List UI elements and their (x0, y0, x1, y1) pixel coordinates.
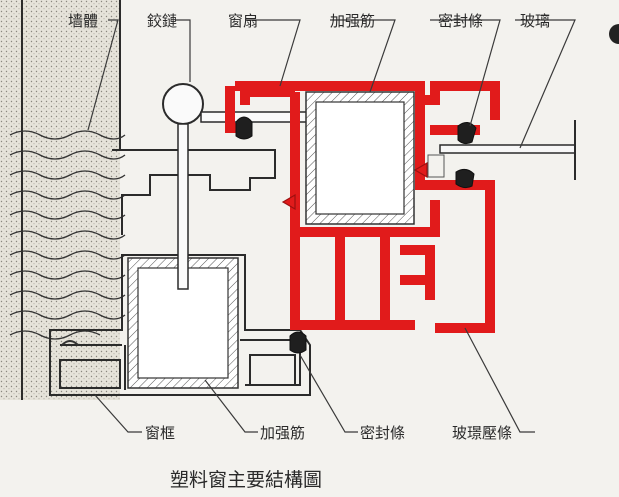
sash-right-wall (415, 100, 495, 333)
frame-lower-profile (49, 254, 311, 396)
leader-hinge (175, 19, 191, 82)
label-reinforcement-bottom: 加强筋 (260, 424, 305, 442)
glass-pane-body (439, 144, 576, 154)
frame-chamber-left (59, 359, 121, 389)
leader-seal-bottom (299, 354, 358, 433)
wall-body (0, 0, 120, 400)
sash-chamber-walls (335, 236, 390, 320)
hinge-knob (162, 83, 204, 125)
gasket-sash-left (235, 116, 253, 140)
leader-lines (87, 19, 576, 433)
sash-arrow-right (413, 161, 428, 179)
glass-pane (427, 120, 576, 180)
leader-sash (245, 19, 301, 87)
label-hinge: 鉸鏈 (147, 12, 177, 30)
label-seal-bottom: 密封條 (360, 424, 405, 442)
sash-profile (225, 81, 500, 333)
sash-bead-clip (400, 245, 435, 300)
frame-upper-profile (112, 149, 276, 235)
hinge-pin (177, 123, 189, 290)
leader-glazing-bead (464, 327, 535, 433)
leader-glass (515, 19, 576, 149)
gasket-glass-bottom (455, 168, 475, 189)
leader-frame (94, 394, 142, 433)
leader-wall (87, 19, 119, 131)
glass-spacer (427, 154, 445, 178)
gaskets (235, 116, 477, 354)
diagram-caption: 塑料窗主要結構圖 (170, 469, 322, 491)
frame-clip (61, 340, 79, 346)
sash-reinforcement-inner (315, 101, 405, 215)
frame-chamber-right (249, 354, 296, 386)
label-reinforcement-top: 加强筋 (330, 12, 375, 30)
leader-seal-top (430, 19, 501, 127)
sash-arrow-left (281, 193, 296, 211)
hinge (162, 83, 332, 290)
corner-dot (609, 24, 619, 44)
leader-reinforcement-bottom (204, 379, 258, 433)
label-sash: 窗扇 (228, 12, 258, 30)
label-glazing-bead: 玻璟壓條 (452, 424, 512, 442)
label-frame: 窗框 (145, 424, 175, 442)
sash-bottom-wall (290, 232, 415, 330)
label-glass: 玻璃 (520, 12, 550, 30)
gasket-frame (289, 331, 307, 354)
label-wall: 墙體 (68, 12, 98, 30)
label-seal-top: 密封條 (438, 12, 483, 30)
wall (0, 0, 126, 400)
leader-reinforcement-top (330, 19, 396, 93)
gasket-glass-top (457, 122, 477, 145)
sash-inner-wall (290, 92, 440, 237)
